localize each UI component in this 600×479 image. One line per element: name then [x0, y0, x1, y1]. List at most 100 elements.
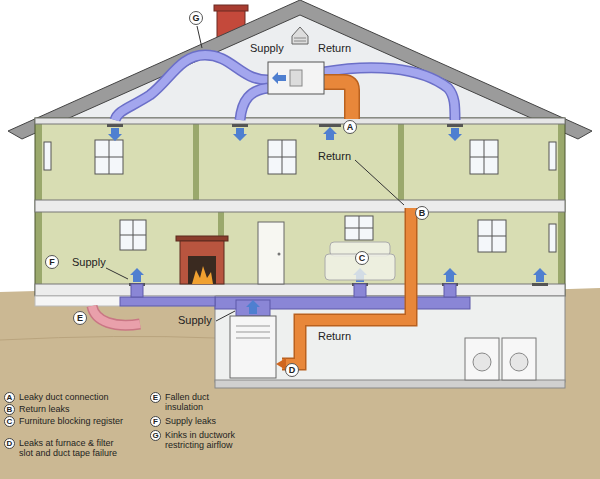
airflow-arrow — [323, 127, 337, 140]
furnace-detail — [236, 326, 270, 338]
legend-entry: C Furniture blocking register — [4, 416, 123, 427]
supply-branch — [444, 284, 456, 297]
fireplace-opening — [188, 256, 216, 284]
callout-marker: F — [45, 255, 59, 269]
floor-register — [532, 283, 548, 286]
legend-text: Supply leaks — [165, 416, 216, 426]
window — [345, 216, 373, 240]
window — [44, 142, 51, 170]
legend-entry: F Supply leaks — [150, 416, 216, 427]
window — [549, 142, 556, 170]
callout-marker: C — [355, 251, 369, 265]
supply-duct — [240, 88, 268, 120]
door-knob — [278, 253, 281, 256]
legend-callout: D — [4, 438, 15, 449]
callout-marker: A — [343, 120, 357, 134]
window — [478, 220, 506, 252]
legend-callout: G — [150, 430, 161, 441]
airflow-arrow — [448, 128, 462, 141]
airflow-arrow — [246, 300, 260, 314]
supply-branch — [354, 284, 366, 297]
supply-duct — [324, 68, 455, 120]
window-grid — [470, 140, 498, 174]
return-duct-outline — [282, 208, 411, 364]
callout-letter: F — [49, 257, 55, 267]
air-handler — [268, 62, 324, 94]
legend-text: Fallen duct insulation — [165, 392, 227, 412]
duct-label: Return — [318, 330, 351, 343]
door — [258, 222, 284, 284]
air-handler-panel — [290, 70, 302, 86]
legend-text: Leaks at furnace & filter slot and duct … — [19, 438, 129, 458]
callout-marker: B — [415, 206, 429, 220]
leader-line — [197, 26, 202, 48]
floor-band — [35, 200, 565, 212]
duct-label: Supply — [178, 314, 212, 327]
legend-entry: D Leaks at furnace & filter slot and duct… — [4, 438, 129, 458]
return-duct — [324, 82, 352, 119]
crawlspace-insulation — [35, 296, 215, 306]
airflow-arrow — [130, 268, 144, 282]
room — [224, 212, 558, 284]
legend-callout: B — [4, 404, 15, 415]
legend-text: Furniture blocking register — [19, 416, 123, 426]
window — [120, 220, 146, 250]
supply-branch — [120, 297, 215, 306]
fallen-insulation — [92, 306, 140, 325]
window-grid — [95, 140, 123, 174]
return-duct — [282, 208, 411, 364]
dryer-door — [510, 353, 528, 371]
legend-callout: F — [150, 416, 161, 427]
legend-entry: ALeaky duct connection — [4, 392, 109, 403]
basement — [215, 296, 565, 382]
callout-letter: C — [359, 253, 366, 263]
floor-band — [35, 284, 565, 296]
gable-vent — [292, 27, 308, 44]
legend-callout: E — [150, 392, 161, 403]
basement-floor — [215, 380, 565, 388]
ground-layer — [0, 336, 215, 340]
airflow-arrow — [233, 128, 247, 141]
supply-branch — [131, 284, 143, 297]
supply-duct-outline — [115, 55, 268, 120]
attic-space — [35, 15, 565, 122]
chimney-cap — [214, 5, 248, 11]
callout-letter: B — [419, 208, 426, 218]
ceiling-register — [447, 124, 463, 127]
airflow-arrow — [443, 268, 457, 282]
house-wall — [35, 118, 565, 296]
furnace — [230, 316, 276, 378]
window — [549, 224, 556, 252]
roof — [8, 0, 592, 139]
window-grid — [120, 220, 146, 250]
callout-letter: G — [192, 13, 199, 23]
window — [470, 140, 498, 174]
room — [42, 124, 193, 200]
fallen-insulation — [92, 306, 140, 325]
supply-duct-outline — [240, 88, 268, 120]
fireplace-mantel — [176, 236, 228, 241]
ceiling-register — [107, 124, 123, 127]
leader-line — [106, 268, 128, 279]
fire — [192, 266, 213, 284]
airflow-arrow — [108, 128, 122, 141]
duct-label: Supply — [250, 42, 284, 55]
callout-letter: E — [77, 313, 83, 323]
return-grille — [319, 124, 341, 127]
room — [404, 124, 558, 200]
callout-marker: G — [189, 11, 203, 25]
legend-entry: BReturn leaks — [4, 404, 70, 415]
duct-label: Return — [318, 150, 351, 163]
fireplace — [180, 241, 224, 284]
legend-callout: A — [4, 392, 15, 403]
leader-line — [355, 160, 404, 205]
gable-vent-slats — [294, 38, 306, 41]
leader-line — [216, 311, 235, 321]
callout-marker: D — [285, 363, 299, 377]
couch — [325, 254, 395, 280]
callout-letter: D — [289, 365, 296, 375]
window-grid — [268, 140, 296, 174]
legend-callout: C — [4, 416, 15, 427]
ceiling-register — [232, 124, 248, 127]
